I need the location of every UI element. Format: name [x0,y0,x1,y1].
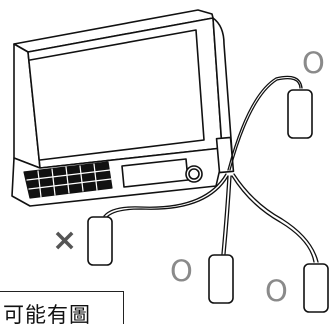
ok-mark-bottom-right: O [265,274,288,308]
symbols: O O O × [52,46,325,308]
cable-bottom-middle [221,175,229,255]
caption-box: 可能有圖 [0,291,124,324]
cable-upper-right [227,75,303,171]
unit-panel-inner [29,29,205,161]
ok-mark-upper-right: O [302,46,325,80]
device-lower-left [87,216,113,266]
vent-grille [23,161,113,199]
device-bottom-right [303,263,329,313]
ok-mark-bottom-middle: O [170,254,193,288]
ng-mark-lower-left: × [52,223,77,258]
caption-text: 可能有圖 [3,303,91,324]
display-panel [121,158,203,188]
device-upper-right [287,89,313,139]
cable-bottom-right [231,175,315,263]
cable-lower-left [103,173,227,217]
cables [103,75,319,263]
device-bottom-middle [208,254,234,304]
